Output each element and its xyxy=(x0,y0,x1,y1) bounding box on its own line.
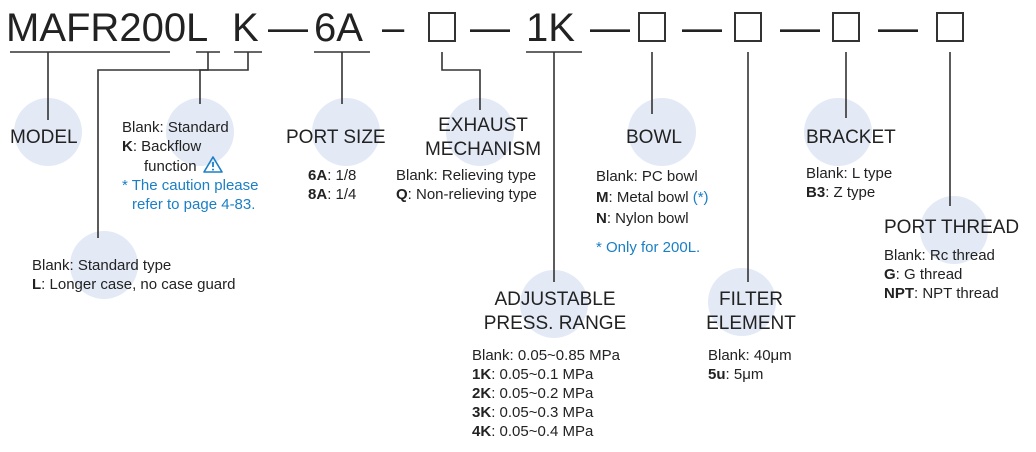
warning-icon xyxy=(202,156,223,173)
port-thread-title: PORT THREAD xyxy=(884,217,1020,238)
bowl-note: * Only for 200L. xyxy=(596,239,701,256)
port-size-circle xyxy=(312,98,380,166)
bracket-title: BRACKET xyxy=(806,127,896,148)
backflow-circle xyxy=(166,98,234,166)
port-thread-opt-g: G: G thread xyxy=(884,266,963,283)
adjustable-opt-4k: 4K: 0.05~0.4 MPa xyxy=(472,423,594,440)
adjustable-options: Blank: 0.05~0.85 MPa 1K: 0.05~0.1 MPa 2K… xyxy=(472,347,621,440)
line-exhaust xyxy=(441,52,481,110)
filter-options: Blank: 40μm 5u: 5μm xyxy=(708,347,792,383)
bowl-title: BOWL xyxy=(626,127,682,148)
port-thread-circle xyxy=(920,196,988,264)
bowl-opt-n: N: Nylon bowl xyxy=(596,210,689,227)
code-port: 6A xyxy=(314,6,363,50)
port-size-title: PORT SIZE xyxy=(286,127,386,148)
bowl-circle xyxy=(628,98,696,166)
line-longer xyxy=(97,52,209,238)
port-size-opt-2: 8A: 1/4 xyxy=(308,186,357,203)
exhaust-opt-q: Q: Non-relieving type xyxy=(396,186,537,203)
bracket-options: Blank: L type B3: Z type xyxy=(806,165,893,201)
code-box-filter xyxy=(734,12,762,42)
code-k: K xyxy=(232,6,259,50)
backflow-k: K: Backflow xyxy=(122,138,202,155)
code-box-bowl xyxy=(638,12,666,42)
backflow-options: Blank: Standard K: Backflow function xyxy=(122,118,229,176)
backflow-blank: Blank: Standard xyxy=(122,119,229,136)
bowl-opt-m: M: Metal bowl (*) xyxy=(596,189,709,206)
adjustable-title: ADJUSTABLE PRESS. RANGE xyxy=(483,289,627,334)
bowl-options: Blank: PC bowl M: Metal bowl (*) N: Nylo… xyxy=(596,168,709,227)
code-dash-4: — xyxy=(590,6,630,50)
line-backflow xyxy=(199,52,249,104)
code-dash-2: – xyxy=(382,6,405,50)
code-dash-7: — xyxy=(878,6,918,50)
code-dash-1: — xyxy=(268,6,308,50)
code-box-exhaust xyxy=(428,12,456,42)
model-title: MODEL xyxy=(10,127,78,148)
code-box-port-thread xyxy=(936,12,964,42)
code-dash-5: — xyxy=(682,6,722,50)
port-thread-opt-npt: NPT: NPT thread xyxy=(884,285,999,302)
port-size-opt-1: 6A: 1/8 xyxy=(308,167,357,184)
filter-circle xyxy=(708,268,776,336)
port-thread-options: Blank: Rc thread G: G thread NPT: NPT th… xyxy=(884,247,999,302)
exhaust-title: EXHAUST MECHANISM xyxy=(424,115,542,160)
filter-opt-5u: 5u: 5μm xyxy=(708,366,764,383)
longer-circle xyxy=(70,231,138,299)
code-box-bracket xyxy=(832,12,860,42)
adjustable-opt-1k: 1K: 0.05~0.1 MPa xyxy=(472,366,594,383)
code-dash-6: — xyxy=(780,6,820,50)
code-adj: 1K xyxy=(526,6,575,50)
adjustable-opt-3k: 3K: 0.05~0.3 MPa xyxy=(472,404,594,421)
code-model: MAFR200L xyxy=(6,6,209,50)
bracket-circle xyxy=(804,98,872,166)
exhaust-options: Blank: Relieving type Q: Non-relieving t… xyxy=(396,167,537,203)
longer-opt-l: L: Longer case, no case guard xyxy=(32,276,236,293)
adjustable-opt-2k: 2K: 0.05~0.2 MPa xyxy=(472,385,594,402)
filter-title: FILTER ELEMENT xyxy=(706,289,796,334)
longer-options: Blank: Standard type L: Longer case, no … xyxy=(32,257,236,293)
backflow-note: * The caution please refer to page 4-83. xyxy=(122,177,259,213)
port-size-options: 6A: 1/8 8A: 1/4 xyxy=(308,166,356,204)
bracket-opt-b3: B3: Z type xyxy=(806,184,876,201)
code-dash-3: — xyxy=(470,6,510,50)
backflow-function: function xyxy=(122,156,229,176)
